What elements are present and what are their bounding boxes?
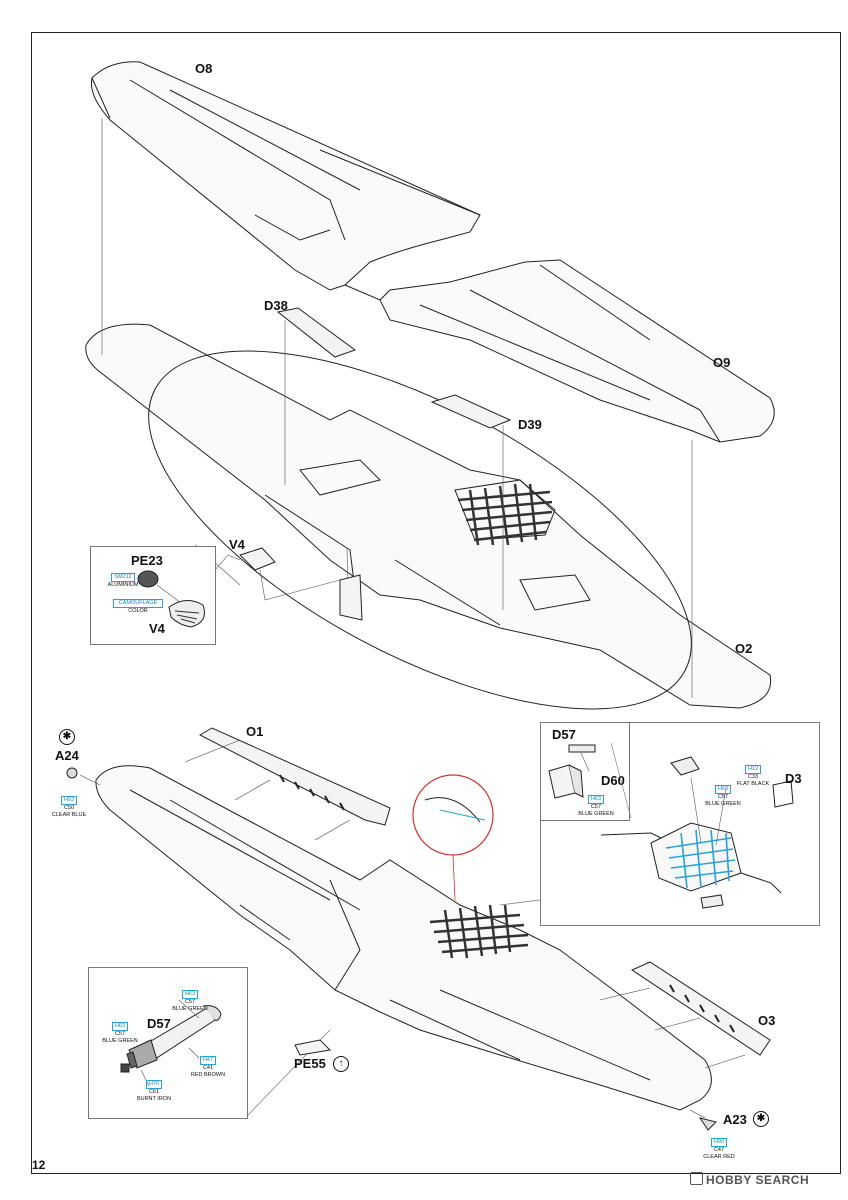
- hobby-search-logo-icon: [690, 1172, 703, 1185]
- paint-d57-red: H47 C41 RED BROWN: [190, 1056, 226, 1078]
- paint-d57-top: H63 C57 BLUE GREEN: [172, 990, 208, 1012]
- label-o3: O3: [758, 1013, 776, 1028]
- label-pe55: PE55: [294, 1056, 326, 1071]
- inset-pointer-v4: [214, 554, 241, 571]
- inset-cockpit-drawing: [600, 742, 794, 909]
- inset-d57: H63 C57 BLUE GREEN D57 H63 C57 BLUE GREE…: [88, 967, 248, 1119]
- rear-cockpit-grid: [429, 904, 529, 959]
- cockpit-floor-grid: [457, 483, 553, 546]
- label-d60: D60: [601, 773, 625, 788]
- detail-magnifier-pointer: [452, 854, 456, 901]
- label-d38: D38: [264, 298, 288, 313]
- inset-pointer-cockpit: [499, 899, 541, 906]
- label-pe23: PE23: [131, 553, 163, 568]
- inset-cockpit-detail: D57 D60 H63 C57 BLUE GREEN H12 C33 FLAT …: [540, 722, 820, 926]
- label-d57-inset: D57: [552, 727, 576, 742]
- part-a23-shape: [698, 1117, 717, 1131]
- label-d3: D3: [785, 771, 802, 786]
- inset-d57-d60: D57 D60 H63 C57 BLUE GREEN: [540, 722, 630, 821]
- label-a23: A23: [723, 1112, 747, 1127]
- label-a24: A24: [55, 748, 79, 763]
- page-frame: [31, 32, 841, 1174]
- part-d39-shape: [430, 394, 512, 429]
- part-v4-shape: [239, 547, 276, 571]
- asterisk-icon-a24: ✱: [59, 729, 75, 745]
- paint-d3: H12 C33 FLAT BLACK: [736, 765, 770, 787]
- label-d57-main: D57: [147, 1016, 171, 1031]
- intake-shape: [339, 574, 363, 621]
- inset-d57-main-drawing: [120, 999, 222, 1087]
- paint-d57-iron: H76 C61 BURNT IRON: [136, 1080, 172, 1102]
- label-v4: V4: [229, 537, 245, 552]
- part-o1-shape: [198, 727, 391, 826]
- upper-wing-o9: [379, 259, 775, 443]
- paint-a24: H93 C50 CLEAR BLUE: [51, 796, 87, 818]
- upper-wing-o8: [90, 61, 481, 301]
- guide-lines: [101, 118, 693, 698]
- asterisk-icon-a23: ✱: [753, 1111, 769, 1127]
- part-d38-shape: [276, 307, 357, 358]
- paint-pe23: SM212 ALUMINIUM: [107, 573, 139, 588]
- paint-v4: CAMOUFLAGE COLOR: [113, 599, 163, 615]
- page-number: 12: [32, 1158, 46, 1172]
- inset-pe23-drawing: [137, 570, 205, 628]
- label-o8: O8: [195, 61, 213, 76]
- inset-pe23-v4: PE23 SM212 ALUMINIUM CAMOUFLAGE COLOR V4: [90, 546, 216, 645]
- part-a24-shape: [66, 767, 78, 779]
- paint-a23: H90 C47 CLEAR RED: [703, 1138, 735, 1160]
- part-pe55-shape: [294, 1039, 332, 1056]
- label-o1: O1: [246, 724, 264, 739]
- detail-wire: [424, 797, 481, 823]
- label-d39: D39: [518, 417, 542, 432]
- assembly-arrows: [79, 739, 746, 1119]
- paint-cockpit: H63 C57 BLUE GREEN: [705, 785, 741, 807]
- fuselage-wing-assembly: [95, 765, 712, 1111]
- watermark: HOBBY SEARCH: [690, 1172, 809, 1187]
- detail-magnifier-circle: [412, 774, 494, 856]
- o1-ribs: [279, 774, 345, 811]
- arrow-up-icon-pe55: ↑: [333, 1056, 349, 1072]
- paint-d60: H63 C57 BLUE GREEN: [578, 795, 614, 817]
- o3-ribs: [669, 984, 735, 1033]
- label-o2: O2: [735, 641, 753, 656]
- detail-wire-highlight: [439, 809, 486, 821]
- label-v4-inset: V4: [149, 621, 165, 636]
- paint-d57-left: H63 C57 BLUE GREEN: [102, 1022, 138, 1044]
- label-o9: O9: [713, 355, 731, 370]
- inset-d57-drawing: [548, 744, 596, 799]
